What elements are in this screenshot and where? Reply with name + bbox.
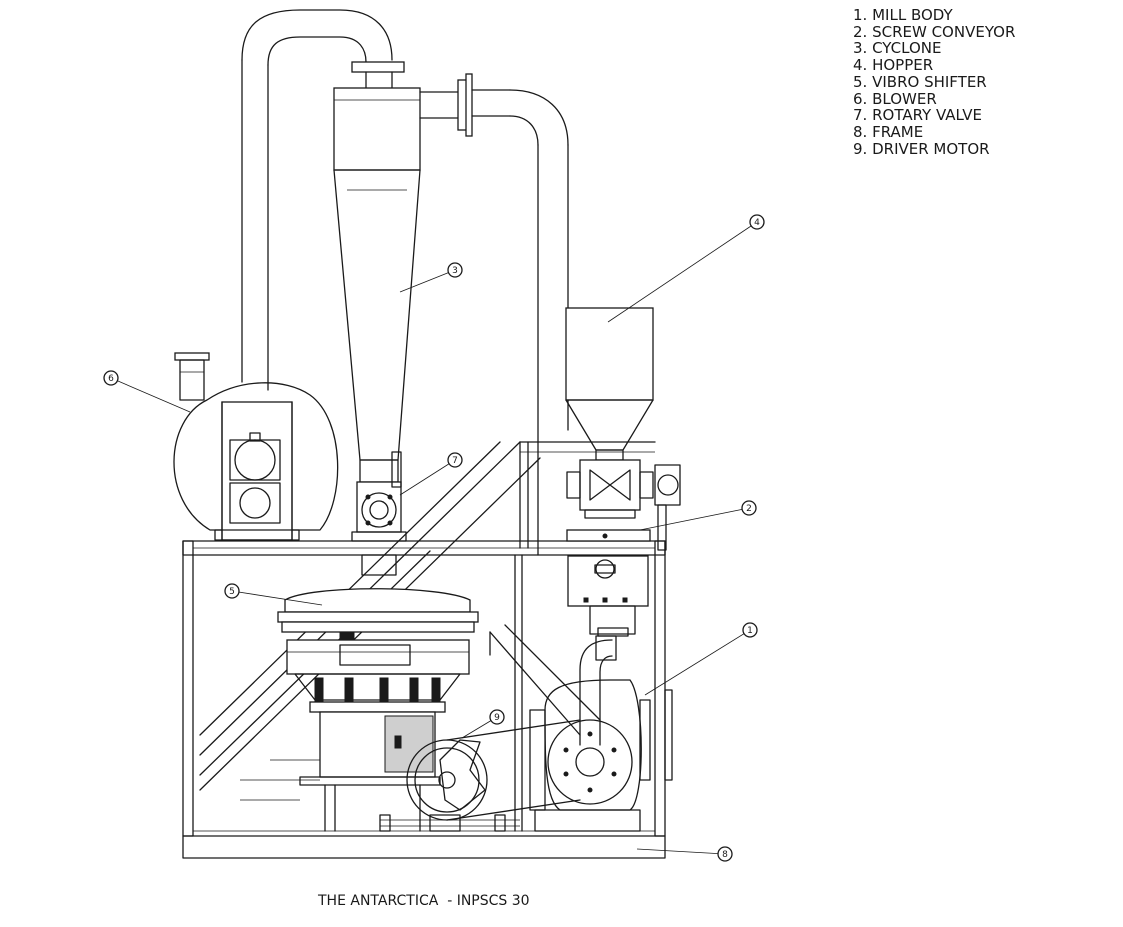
legend-label: CYCLONE bbox=[872, 39, 942, 58]
callout-3-label: 3 bbox=[452, 266, 458, 276]
transfer-chute bbox=[489, 624, 601, 736]
legend-label: SCREW CONVEYOR bbox=[872, 22, 1016, 41]
driver-motor bbox=[379, 719, 581, 832]
feeder-box bbox=[567, 533, 649, 637]
frame bbox=[182, 540, 673, 859]
legend-number: 8. bbox=[853, 122, 868, 141]
blower bbox=[173, 352, 339, 541]
callout-8-label: 8 bbox=[722, 850, 728, 860]
callout-7-label: 7 bbox=[452, 456, 458, 466]
callout-2: 2 bbox=[639, 500, 757, 531]
callout-7: 7 bbox=[399, 452, 463, 496]
callout-6-label: 6 bbox=[108, 374, 114, 384]
legend-number: 7. bbox=[853, 106, 868, 125]
legend-label: MILL BODY bbox=[872, 6, 953, 24]
legend-item-driver-motor: 9. DRIVER MOTOR bbox=[853, 139, 1015, 158]
cyclone bbox=[333, 73, 569, 556]
legend-number: 6. bbox=[853, 89, 868, 108]
legend-number: 4. bbox=[853, 56, 868, 75]
legend-label: HOPPER bbox=[872, 56, 934, 75]
hopper bbox=[565, 307, 654, 461]
legend-item-screw-conveyor: 2. SCREW CONVEYOR bbox=[853, 22, 1016, 41]
callout-9-label: 9 bbox=[494, 713, 500, 723]
callout-1: 1 bbox=[644, 622, 758, 696]
parts-legend: 1. MILL BODY 2. SCREW CONVEYOR 3. CYCLON… bbox=[853, 7, 1015, 157]
legend-label: BLOWER bbox=[872, 89, 937, 108]
legend-item-cyclone: 3. CYCLONE bbox=[853, 40, 1015, 57]
legend-item-blower: 6. BLOWER bbox=[853, 89, 1015, 108]
legend-item-hopper: 4. HOPPER bbox=[853, 57, 1015, 74]
callout-3: 3 bbox=[399, 262, 463, 293]
legend-item-mill-body: 1. MILL BODY bbox=[853, 7, 1015, 24]
legend-item-rotary-valve: 7. ROTARY VALVE bbox=[853, 107, 1015, 124]
callout-1-label: 1 bbox=[747, 626, 753, 636]
legend-number: 9. bbox=[853, 139, 868, 158]
legend-number: 5. bbox=[853, 72, 868, 91]
legend-label: FRAME bbox=[872, 122, 924, 141]
legend-label: VIBRO SHIFTER bbox=[872, 72, 987, 91]
screw-conveyor bbox=[566, 459, 681, 551]
blower-duct bbox=[241, 9, 405, 391]
legend-number: 1. bbox=[853, 6, 868, 24]
mill-body bbox=[529, 635, 651, 832]
legend-item-vibro-shifter: 5. VIBRO SHIFTER bbox=[853, 72, 1015, 91]
legend-label: DRIVER MOTOR bbox=[872, 139, 990, 158]
callout-9: 9 bbox=[461, 709, 505, 739]
vibro-shifter bbox=[277, 554, 479, 832]
callout-4-label: 4 bbox=[754, 218, 760, 228]
callout-5-label: 5 bbox=[229, 587, 235, 597]
callout-4: 4 bbox=[607, 214, 765, 323]
legend-label: ROTARY VALVE bbox=[872, 106, 982, 125]
legend-item-frame: 8. FRAME bbox=[853, 124, 1015, 141]
legend-number: 3. bbox=[853, 39, 868, 58]
callout-6: 6 bbox=[103, 370, 191, 413]
drawing-caption: THE ANTARCTICA - INPSCS 30 bbox=[318, 893, 530, 909]
callout-5: 5 bbox=[224, 583, 323, 606]
callout-2-label: 2 bbox=[746, 504, 752, 514]
rotary-valve bbox=[351, 451, 407, 542]
callout-8: 8 bbox=[636, 846, 733, 862]
legend-number: 2. bbox=[853, 22, 868, 41]
